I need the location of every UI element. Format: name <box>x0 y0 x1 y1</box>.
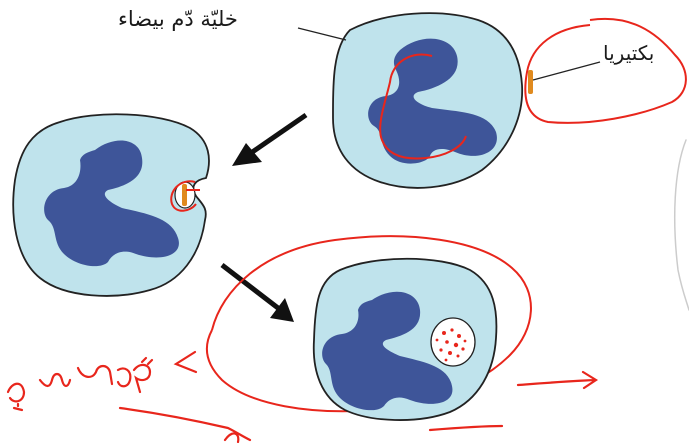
wbc-leader-line <box>298 28 346 40</box>
bacterium-2 <box>182 184 187 206</box>
cell-stage-1 <box>298 13 686 188</box>
bacterium-1 <box>528 70 533 94</box>
annotation-arrow-right <box>518 372 596 388</box>
arrow-2 <box>222 265 294 322</box>
cell-stage-3 <box>207 236 531 420</box>
annotation-stroke-bottom <box>225 433 238 442</box>
annotation-arrow-left <box>176 352 196 372</box>
handwritten-word-fasida <box>8 358 152 410</box>
annotation-underline-right <box>430 426 502 430</box>
bacteria-leader-line <box>533 62 600 80</box>
annotation-loop-bacteria <box>525 19 686 123</box>
annotation-edge-curve <box>675 140 689 310</box>
arrow-1 <box>232 115 306 166</box>
digestive-vacuole <box>431 318 475 366</box>
label-white-blood-cell: خليّة دّم بيضاء <box>118 9 238 30</box>
cell-stage-2 <box>13 114 209 296</box>
label-bacteria: بكتيريا <box>603 43 654 63</box>
